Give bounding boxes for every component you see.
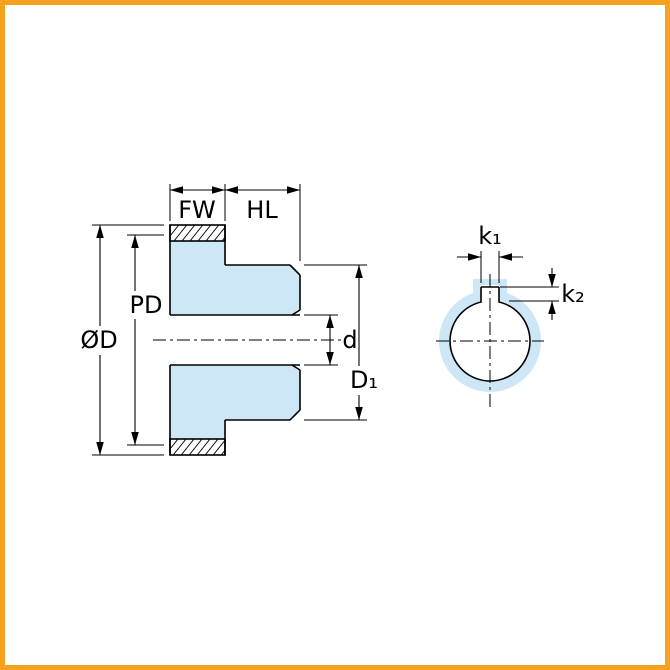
- gear-body-fill: [170, 241, 300, 439]
- bore-label: d: [342, 326, 357, 354]
- dim-pitch-diameter: [127, 234, 166, 446]
- od-label: ØD: [80, 326, 117, 354]
- side-view: FW HL ØD PD d: [79, 184, 383, 456]
- gear-lower-section: [170, 365, 300, 439]
- tooth-hatch-top: [170, 225, 225, 241]
- dim-face-width: [169, 184, 301, 261]
- hl-label: HL: [246, 196, 278, 224]
- fw-label: FW: [178, 196, 216, 224]
- dim-hub-diameter: [304, 264, 383, 421]
- gear-upper-section: [170, 241, 300, 315]
- keyway-width-label: k₁: [478, 222, 502, 250]
- pd-label: PD: [130, 291, 163, 319]
- hub-diameter-label: D₁: [350, 366, 378, 394]
- dim-keyway-width: [457, 251, 523, 283]
- keyway-depth-label: k₂: [561, 280, 585, 308]
- gear-outline: [169, 225, 301, 455]
- tooth-hatch-bottom: [170, 439, 225, 455]
- dim-outside-diameter: [79, 224, 164, 456]
- dim-bore-diameter: [304, 314, 338, 366]
- dim-keyway-depth: [500, 268, 559, 320]
- end-view: k₁ k₂: [436, 222, 585, 409]
